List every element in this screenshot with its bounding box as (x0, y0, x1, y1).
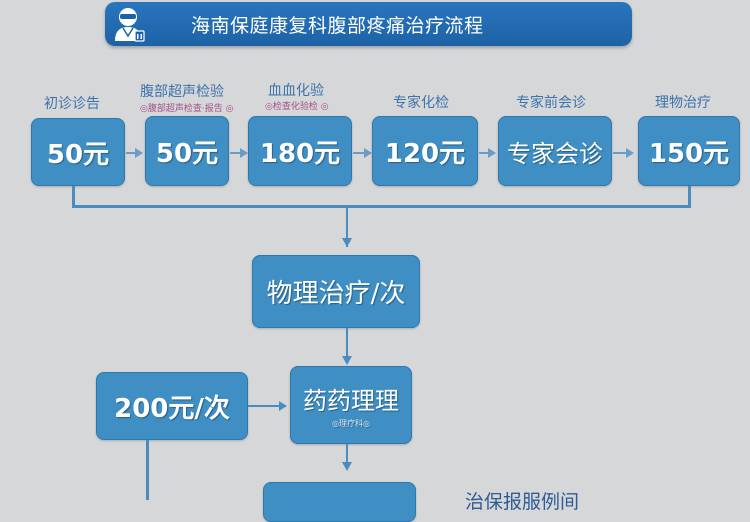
step-label-4: 专家化检 (393, 95, 449, 111)
connector (613, 152, 627, 154)
arrow-down-icon (342, 462, 352, 471)
connector (346, 328, 348, 362)
step-value-2: 50元 (155, 138, 219, 169)
arrow-down-icon (342, 238, 352, 247)
step-label-5: 专家前会诊 (516, 95, 586, 111)
arrow-right-icon (279, 401, 287, 411)
title-bar: 海南保庭康复科腹部疼痛治疗流程 (105, 2, 632, 46)
step-label-1: 初诊诊告 (44, 96, 100, 112)
left-node-value: 200元/次 (114, 393, 230, 424)
step-box-1[interactable]: 50元 (31, 118, 125, 186)
step-sub-2: ◎腹部超声检查·报告 ◎ (140, 104, 234, 114)
step-box-2[interactable]: 50元 (145, 116, 229, 186)
connector (146, 440, 149, 500)
connector (248, 405, 280, 407)
left-node[interactable]: 200元/次 (96, 372, 248, 440)
page-title: 海南保庭康复科腹部疼痛治疗流程 (191, 14, 484, 37)
step-value-1: 50元 (46, 139, 110, 170)
doctor-icon (111, 5, 149, 43)
step-box-6[interactable]: 150元 (638, 116, 740, 186)
arrow-right-icon (240, 148, 248, 158)
connector (126, 152, 136, 154)
step-box-5[interactable]: 专家会诊 (498, 116, 612, 186)
arrow-right-icon (488, 148, 496, 158)
step-sub-3: ◎检查化验检 ◎ (265, 102, 329, 112)
connector (72, 186, 75, 207)
step-label-2: 腹部超声检验 (140, 84, 224, 100)
step-label-3: 血血化验 (268, 83, 324, 99)
step-label-6: 理物治疗 (655, 95, 711, 111)
step-box-3[interactable]: 180元 (248, 116, 352, 186)
right-node-sub: ◎理疗科◎ (332, 419, 370, 428)
bottom-node[interactable] (263, 482, 416, 522)
connector (688, 186, 691, 207)
arrow-right-icon (626, 148, 634, 158)
arrow-down-icon (342, 356, 352, 365)
merge-node-value: 物理治疗/次 (266, 279, 406, 309)
connector (353, 152, 365, 154)
connector (479, 152, 489, 154)
step-box-4[interactable]: 120元 (372, 116, 478, 186)
step-value-6: 150元 (648, 138, 730, 169)
arrow-right-icon (364, 148, 372, 158)
bottom-note: 治保报服例间 (465, 491, 580, 513)
arrow-right-icon (135, 148, 143, 158)
connector (230, 152, 240, 154)
right-node[interactable]: 药药理理 ◎理疗科◎ (290, 366, 412, 444)
right-node-value: 药药理理 (303, 387, 399, 415)
merge-node[interactable]: 物理治疗/次 (252, 255, 420, 328)
step-value-5: 专家会诊 (507, 139, 603, 168)
step-value-3: 180元 (259, 138, 341, 169)
connector (346, 444, 348, 466)
connector (72, 205, 691, 208)
connector (346, 207, 348, 247)
step-value-4: 120元 (384, 138, 466, 169)
